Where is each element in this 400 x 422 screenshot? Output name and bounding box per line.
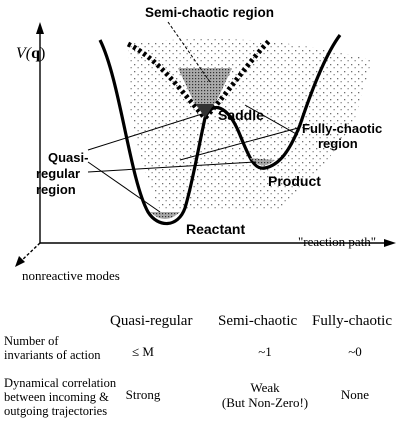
column-header-fully-chaotic: Fully-chaotic <box>312 313 392 329</box>
column-header-quasi-regular: Quasi-regular <box>110 313 193 329</box>
row-label-dynamical-correlation: Dynamical correlation between incoming &… <box>4 376 117 418</box>
label-saddle: Saddle <box>218 107 264 123</box>
label-fully-chaotic-2: region <box>318 136 358 151</box>
y-axis-label: V(q) <box>16 45 45 62</box>
label-quasi-2: regular <box>36 166 80 181</box>
label-product: Product <box>268 173 321 189</box>
cell-correlation-semi-chaotic-note: (But Non-Zero!) <box>221 394 309 410</box>
semi-chaotic-funnel <box>178 68 232 118</box>
cell-invariants-quasi-regular: ≤ M <box>132 344 154 359</box>
leader-fully-2 <box>244 104 299 136</box>
cell-correlation-fully-chaotic: None <box>340 387 370 402</box>
label-fully-chaotic-1: Fully-chaotic <box>302 121 382 136</box>
leader-semi-chaotic <box>167 21 211 83</box>
leader-quasi-1 <box>87 113 203 151</box>
row-label-invariants: Number of invariants of action <box>4 334 101 362</box>
semi-chaotic-band-outline <box>126 38 272 122</box>
saddle-shading <box>196 104 214 118</box>
cell-correlation-quasi-regular: Strong <box>125 387 161 402</box>
product-well-shading <box>250 158 275 166</box>
z-axis-label: nonreactive modes <box>22 268 120 283</box>
z-axis <box>19 242 41 263</box>
label-semi-chaotic: Semi-chaotic region <box>145 5 274 20</box>
y-axis-arrowhead <box>36 22 44 34</box>
label-quasi-3: region <box>36 182 76 197</box>
x-axis-label: "reaction path" <box>298 234 376 249</box>
leader-fully-1 <box>179 127 299 161</box>
column-header-semi-chaotic: Semi-chaotic <box>218 313 298 329</box>
cell-correlation-semi-chaotic: Weak (But Non-Zero!) <box>215 380 315 410</box>
label-reactant: Reactant <box>186 221 245 237</box>
label-quasi-1: Quasi- <box>48 150 88 165</box>
potential-energy-figure: Semi-chaotic region V(q) Saddle Fully-ch… <box>15 5 396 283</box>
cell-invariants-semi-chaotic: ~1 <box>258 344 272 359</box>
leader-quasi-3 <box>87 161 257 173</box>
z-axis-arrowhead <box>15 256 25 267</box>
cell-correlation-semi-chaotic-value: Weak <box>250 380 280 395</box>
reactant-well-shading <box>150 212 180 219</box>
cell-invariants-fully-chaotic: ~0 <box>348 344 362 359</box>
leader-quasi-2 <box>87 161 161 213</box>
x-axis-arrowhead <box>384 239 396 247</box>
